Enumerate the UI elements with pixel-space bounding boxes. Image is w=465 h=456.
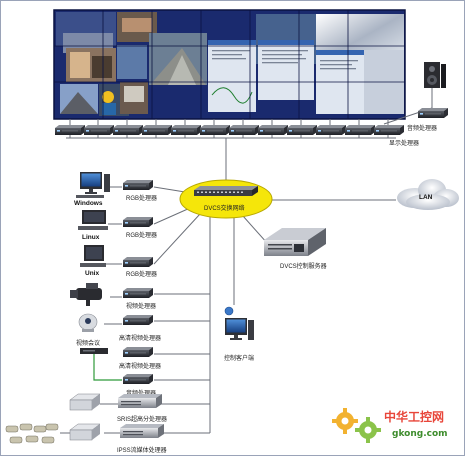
linux-computer-icon	[78, 210, 108, 230]
green-link	[93, 352, 122, 381]
hd-video-processor-1-device	[123, 315, 153, 325]
linux-label: Linux	[82, 234, 100, 241]
hd-video-processor-2-label: 高清视频处理器	[119, 362, 161, 370]
hd-video-processor-1-label: 高清视频处理器	[119, 334, 161, 342]
unix-computer-icon	[80, 245, 106, 267]
video-processor-device	[123, 288, 153, 298]
network-lines	[60, 88, 433, 434]
dvcs-control-server-icon	[264, 228, 326, 256]
video-wall	[53, 9, 406, 120]
watermark-domain: gkong.com	[392, 429, 448, 439]
sris-processor-label: SRIS超高分处理器	[117, 415, 167, 423]
rgb-processor-3-device	[123, 257, 153, 267]
rgb-processor-3-label: RGB处理器	[126, 270, 157, 278]
audio-processor-label: 音频处理器	[407, 124, 437, 132]
rgb-processor-1-label: RGB处理器	[126, 194, 157, 202]
audio-processor-2-label: 音频处理器	[126, 389, 156, 397]
video-camera-icon	[70, 283, 102, 306]
audio-processor-device	[418, 108, 448, 118]
unix-label: Unix	[85, 270, 99, 277]
video-conference-label: 视频会议	[76, 339, 100, 347]
ipss-processor-label: IPSS流媒体处理器	[117, 446, 167, 454]
rgb-processor-1-device	[123, 180, 153, 190]
display-processor-row	[55, 125, 404, 135]
dvcs-switch-label: DVCS交换网络	[204, 204, 245, 212]
rgb-processor-2-label: RGB处理器	[126, 231, 157, 239]
dvcs-control-server-label: DVCS控制服务器	[280, 262, 327, 270]
hd-video-processor-2-device	[123, 347, 153, 357]
control-client-label: 控制客户端	[224, 354, 254, 362]
ip-camera-cluster-icon	[5, 423, 59, 444]
sris-rack-server-icon	[118, 394, 162, 408]
gear-logo-icon	[332, 408, 381, 443]
lan-cloud-icon	[397, 179, 459, 210]
network-switch-icon-1	[69, 393, 101, 411]
ipss-rack-server-icon	[120, 424, 164, 438]
windows-computer-icon	[76, 172, 110, 198]
audio-processor-2-device	[123, 374, 153, 384]
windows-label: Windows	[74, 200, 103, 207]
lan-label: LAN	[419, 194, 433, 201]
media-player-icon	[80, 348, 108, 354]
network-switch-icon-2	[69, 423, 101, 441]
speaker-icon	[424, 62, 446, 88]
gkong-watermark: 中华工控网 gkong.com	[332, 408, 448, 443]
rgb-processor-2-device	[123, 217, 153, 227]
video-conference-camera-icon	[78, 313, 98, 332]
video-processor-label: 视频处理器	[126, 302, 156, 310]
display-processor-label: 显示处理器	[389, 139, 419, 147]
watermark-brand: 中华工控网	[384, 409, 444, 424]
dvcs-switch-network	[179, 179, 273, 219]
control-client-computer-icon	[224, 306, 254, 340]
